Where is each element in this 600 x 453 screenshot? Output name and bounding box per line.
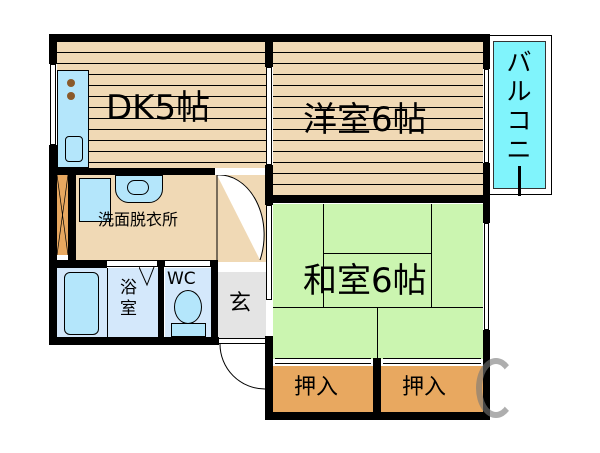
wc-label: WC (167, 269, 196, 289)
japanese-room-label: 和室6帖 (303, 261, 427, 301)
wall (158, 260, 164, 340)
washroom-label: 洗面脱衣所 (98, 210, 179, 229)
wall (265, 165, 273, 205)
wall (265, 34, 273, 67)
wall (211, 260, 218, 340)
wall (483, 163, 490, 223)
closet-right-label: 押入 (402, 375, 447, 400)
bath-label: 浴 室 (120, 278, 137, 320)
storage-x-icon (57, 175, 68, 255)
closet-right (381, 366, 483, 412)
door-wc[interactable] (164, 260, 211, 267)
western-room-label: 洋室6帖 (303, 100, 427, 140)
balcony-char: ル (506, 77, 532, 106)
bath-char: 浴 (120, 278, 137, 298)
window-japanese-east[interactable] (484, 223, 489, 330)
wall (483, 34, 490, 69)
dk-floor (57, 42, 267, 168)
entrance-door[interactable] (218, 338, 266, 344)
japanese-floor (273, 204, 483, 359)
entrance-door-arc (219, 344, 266, 390)
wall (57, 260, 107, 268)
balcony (493, 41, 546, 189)
toilet-tank-icon (171, 323, 206, 337)
wall (49, 145, 57, 345)
tatami-line (273, 307, 483, 308)
door-japanese[interactable] (266, 205, 272, 300)
western-floor (273, 42, 483, 195)
toilet-bowl-icon (174, 290, 202, 324)
door-swing-arc (216, 175, 265, 261)
entrance-label: 玄 (229, 291, 252, 316)
wall (68, 175, 76, 265)
wall (373, 358, 381, 414)
stove-burner-icon (67, 92, 75, 100)
wall (265, 336, 273, 420)
wall (49, 337, 219, 345)
wall (57, 168, 215, 175)
balcony-dash (517, 166, 521, 196)
closet-left (273, 366, 373, 412)
bath-char: 室 (120, 299, 137, 319)
tatami-line (323, 253, 431, 254)
washbasin-bowl-icon (127, 180, 149, 195)
closet-door-right[interactable] (383, 358, 481, 364)
washing-machine-icon (79, 178, 111, 222)
tatami-line (431, 204, 432, 308)
door-dk-western[interactable] (266, 67, 272, 165)
watermark-icon (476, 358, 516, 418)
balcony-char: バ (506, 48, 532, 77)
balcony-char: コ (506, 106, 532, 135)
balcony-char: ニ (506, 135, 532, 164)
sink-icon (65, 136, 83, 162)
tatami-line (377, 307, 378, 359)
closet-door-left[interactable] (275, 358, 371, 364)
bath-door-triangle (139, 267, 155, 287)
window-western-balcony[interactable] (484, 69, 489, 163)
wall (49, 34, 57, 64)
wall (273, 195, 488, 203)
tatami-line (323, 204, 324, 308)
window-dk-west[interactable] (50, 64, 56, 145)
bathtub-icon (64, 272, 99, 335)
bath-divider (107, 268, 108, 338)
balcony-label: バ ル コ ニ (505, 48, 533, 196)
wall (265, 412, 490, 420)
entrance-floor (218, 272, 266, 338)
dk-label: DK5帖 (106, 88, 211, 128)
door-bath[interactable] (106, 260, 158, 267)
stove-burner-icon (67, 79, 75, 87)
closet-left-label: 押入 (294, 375, 339, 400)
